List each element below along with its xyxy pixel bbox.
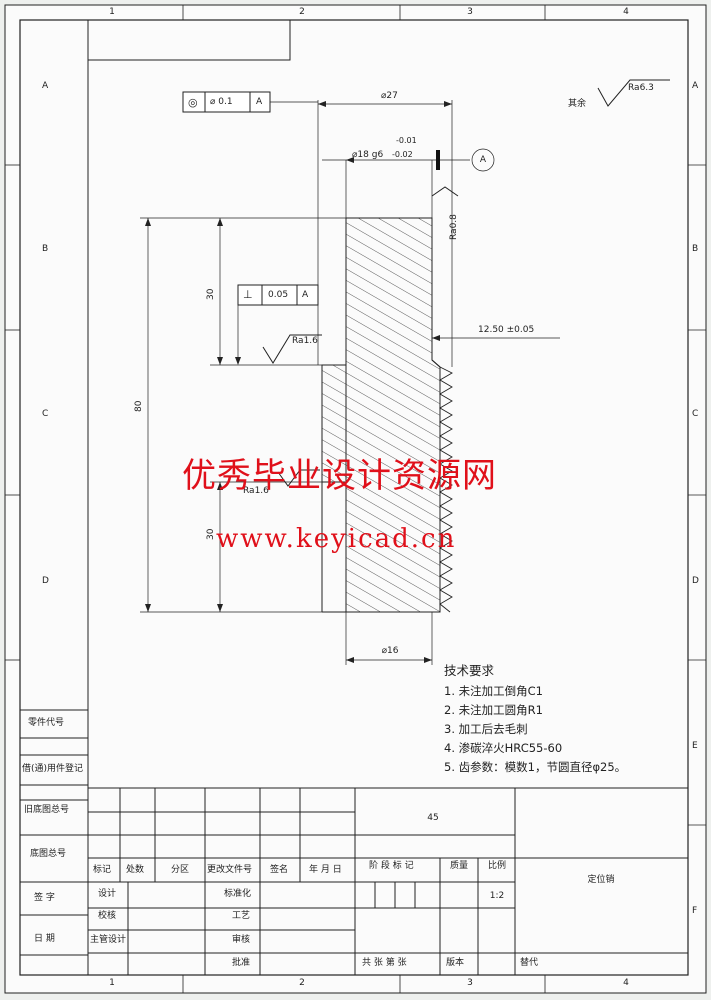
row-review: 审核 [232, 935, 251, 945]
sheet-count: 共 张 第 张 [362, 958, 407, 968]
row-letter-b-left: B [42, 244, 49, 254]
label-signature: 签 字 [34, 893, 55, 903]
tolerance-lower: -0.02 [392, 150, 413, 159]
row-process: 工艺 [232, 911, 251, 921]
version-label: 版本 [446, 958, 465, 968]
requirements-title: 技术要求 [444, 663, 495, 678]
row-letter-b-right: B [692, 244, 699, 254]
row-letter-c-right: C [692, 409, 699, 419]
dim-diameter-18: ⌀18 g6 [352, 150, 384, 160]
replace-label: 替代 [520, 958, 539, 968]
part-name: 定位销 [587, 875, 615, 885]
label-part-code: 零件代号 [28, 718, 65, 728]
roughness-rest-label: 其余 [568, 99, 587, 109]
perpendicularity-datum: A [302, 290, 309, 300]
material-value: 45 [427, 813, 439, 823]
header-mark: 标记 [93, 865, 112, 875]
requirement-item: 4. 渗碳淬火HRC55-60 [444, 741, 563, 755]
roughness-top-right: Ra0.8 [449, 214, 459, 240]
row-letter-a-right: A [692, 81, 699, 91]
dim-diameter-27: ⌀27 [381, 91, 398, 101]
requirement-item: 3. 加工后去毛刺 [444, 722, 528, 736]
col-number-1-bottom: 1 [109, 978, 115, 988]
row-letter-e-right: E [692, 741, 698, 751]
perpendicularity-icon: ⊥ [243, 288, 253, 301]
col-number-4-top: 4 [623, 7, 629, 17]
dim-12-50: 12.50 ±0.05 [478, 325, 535, 335]
coaxiality-icon: ◎ [188, 96, 198, 109]
header-weight: 质量 [450, 861, 469, 871]
roughness-mid: Ra1.6 [243, 486, 269, 496]
row-standardization: 标准化 [224, 889, 252, 899]
watermark-title: 优秀毕业设计资源网 [182, 456, 497, 496]
col-number-1-top: 1 [109, 7, 115, 17]
dim-length-30-top: 30 [206, 288, 216, 300]
label-borrow-register: 借(通)用件登记 [22, 764, 84, 774]
scale-value: 1:2 [489, 891, 505, 901]
tolerance-upper: -0.01 [396, 136, 417, 145]
label-old-drawing-no: 旧底图总号 [24, 805, 70, 815]
col-number-3-top: 3 [467, 7, 473, 17]
row-letter-d-left: D [42, 576, 49, 586]
row-letter-f-right: F [692, 906, 698, 916]
header-count: 处数 [126, 865, 145, 875]
dim-diameter-16: ⌀16 [381, 646, 399, 656]
header-change-doc-no: 更改文件号 [207, 865, 253, 875]
requirement-item: 2. 未注加工圆角R1 [444, 703, 543, 717]
roughness-shoulder: Ra1.6 [292, 336, 318, 346]
label-date: 日 期 [34, 934, 55, 944]
header-zone: 分区 [171, 865, 190, 875]
coaxiality-value: ⌀ 0.1 [210, 97, 233, 107]
row-design: 设计 [98, 889, 117, 899]
header-stage-mark: 阶 段 标 记 [369, 861, 414, 871]
datum-label: A [479, 155, 487, 165]
row-letter-c-left: C [42, 409, 49, 419]
header-signature: 签名 [270, 865, 289, 875]
perpendicularity-value: 0.05 [268, 290, 289, 300]
row-letter-d-right: D [692, 576, 699, 586]
requirement-item: 1. 未注加工倒角C1 [444, 684, 543, 698]
row-letter-a-left: A [42, 81, 49, 91]
col-number-3-bottom: 3 [467, 978, 473, 988]
coaxiality-datum: A [256, 97, 263, 107]
dim-length-30-bottom: 30 [206, 528, 216, 540]
roughness-rest-value: Ra6.3 [628, 83, 654, 93]
header-scale: 比例 [488, 861, 507, 871]
dim-length-80: 80 [134, 400, 144, 412]
requirement-item: 5. 齿参数：模数1，节圆直径φ25。 [444, 760, 627, 774]
col-number-2-top: 2 [299, 7, 305, 17]
col-number-4-bottom: 4 [623, 978, 629, 988]
col-number-2-bottom: 2 [299, 978, 305, 988]
row-chief-design: 主管设计 [90, 935, 127, 945]
row-check: 校核 [98, 911, 117, 921]
row-approve: 批准 [232, 958, 251, 968]
label-base-drawing-no: 底图总号 [30, 849, 67, 859]
header-date: 年 月 日 [309, 865, 342, 875]
watermark-url: www.keyicad.cn [216, 524, 457, 554]
